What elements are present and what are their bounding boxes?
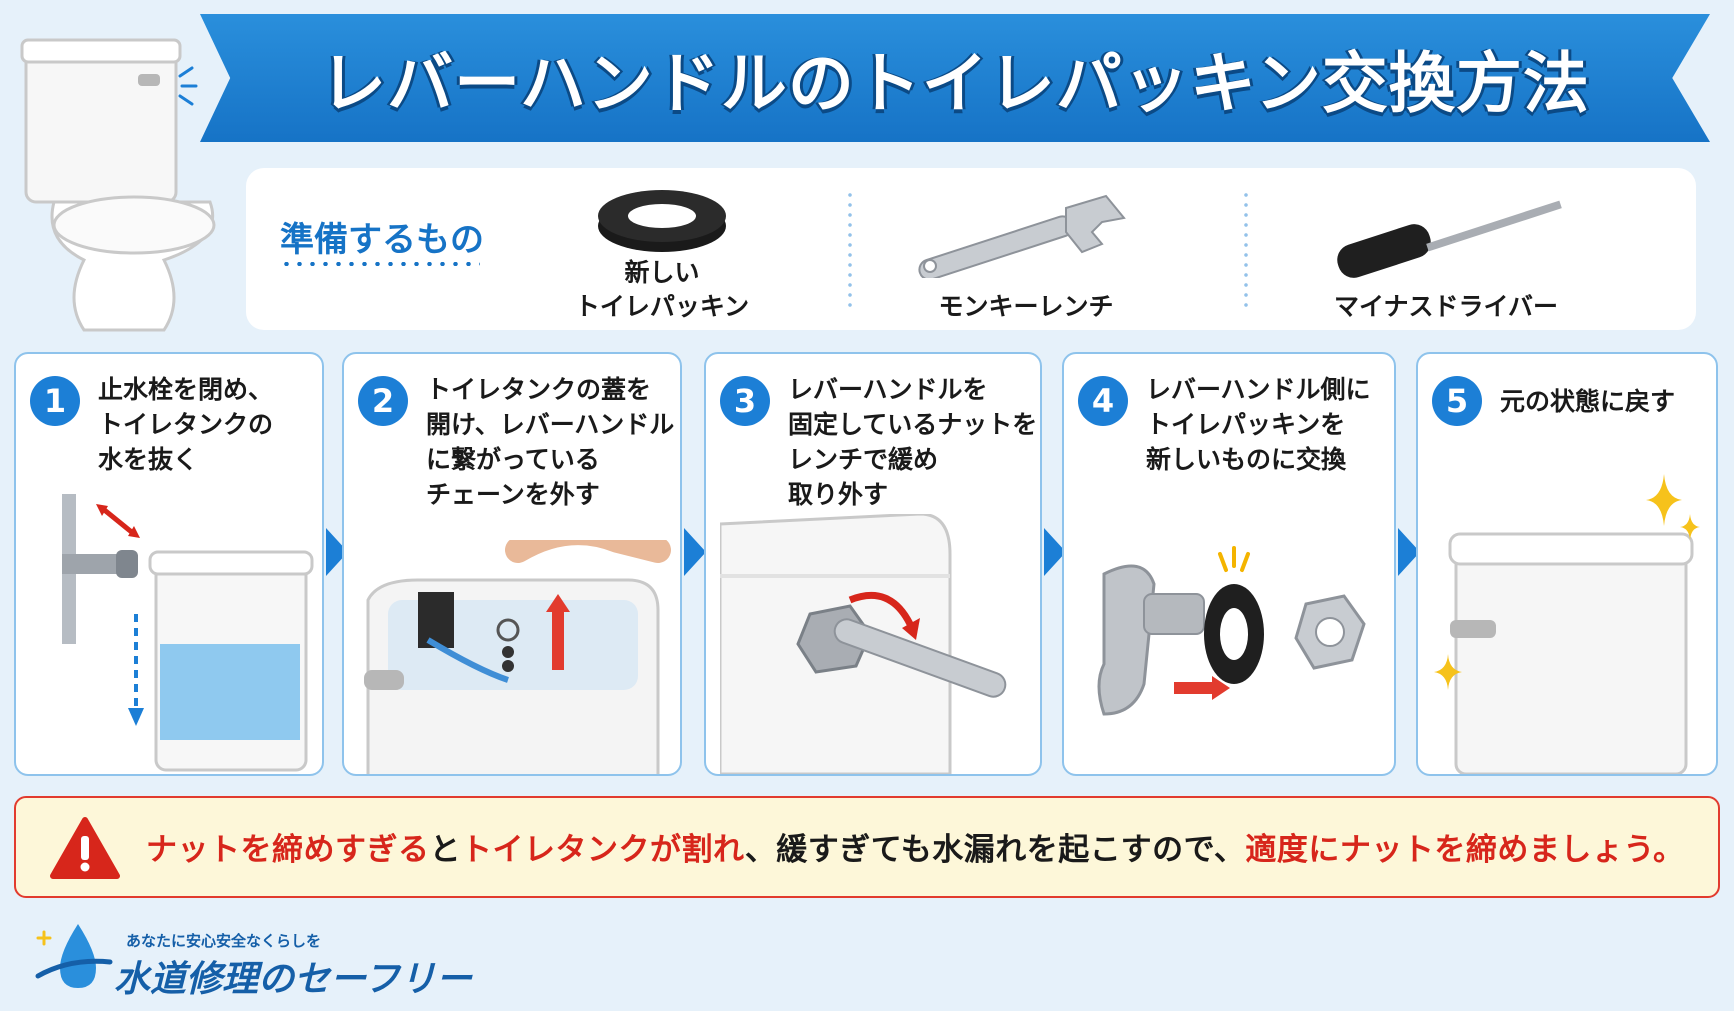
step-arrow (1044, 528, 1066, 576)
step-text: 止水栓を閉め、 トイレタンクの 水を抜く (98, 375, 274, 474)
step-arrow (684, 528, 706, 576)
prep-item-gasket-label: 新しい トイレパッキン (574, 258, 750, 321)
step-text: トイレタンクの蓋を 開け、レバーハンドル に繋がっている チェーンを外す (426, 375, 675, 509)
water-valve-tank-illustration (62, 494, 314, 772)
warning-icon (50, 817, 120, 879)
step-card-1: 1 止水栓を閉め、 トイレタンクの 水を抜く (14, 352, 324, 776)
logo-name: 水道修理のセーフリー (114, 959, 472, 1000)
warning-emphasis: トイレタンクが割れ (461, 832, 745, 868)
step-arrow (1398, 528, 1420, 576)
logo-tagline: あなたに安心安全なくらしを (126, 932, 322, 950)
page-title: レバーハンドルのトイレパッキン交換方法 (320, 45, 1590, 122)
step-number: 1 (30, 376, 80, 426)
step-text: レバーハンドル側に トイレパッキンを 新しいものに交換 (1146, 375, 1371, 474)
step-text: レバーハンドルを 固定しているナットを レンチで緩め 取り外す (788, 375, 1038, 509)
warning-box: ナットを締めすぎるとトイレタンクが割れ、緩すぎても水漏れを起こすので、適度にナッ… (14, 796, 1720, 898)
prep-item-screwdriver-label: マイナスドライバー (1333, 292, 1558, 321)
step-number: 4 (1078, 376, 1128, 426)
title-banner: レバーハンドルのトイレパッキン交換方法 (200, 14, 1710, 142)
water-drop-logo-icon (35, 924, 113, 988)
toilet-illustration (20, 38, 216, 332)
step-card-2: 2 トイレタンクの蓋を 開け、レバーハンドル に繋がっている チェーンを外す (342, 352, 682, 776)
step-card-5: 5 元の状態に戻す (1416, 352, 1718, 776)
step-card-4: 4 レバーハンドル側に トイレパッキンを 新しいものに交換 (1062, 352, 1396, 776)
prep-panel: 準備するもの 新しい トイレパッキン モンキーレンチ マイナスドライバー (246, 168, 1696, 330)
restored-tank-illustration (1434, 474, 1700, 774)
wrench-on-nut-illustration (720, 514, 1007, 774)
step-card-3: 3 レバーハンドルを 固定しているナットを レンチで緩め 取り外す (704, 352, 1042, 776)
warning-emphasis: ナットを締めすぎる (146, 832, 430, 868)
flathead-screwdriver-icon (1337, 200, 1562, 278)
step-number: 5 (1432, 376, 1482, 426)
warning-plain: 、緩すぎても水漏れを起こすので、 (744, 832, 1246, 868)
warning-emphasis: 適度にナットを締めましょう。 (1245, 832, 1685, 868)
warning-text: ナットを締めすぎるとトイレタンクが割れ、緩すぎても水漏れを起こすので、適度にナッ… (146, 824, 1685, 869)
open-tank-chain-illustration (364, 540, 671, 774)
prep-divider (1244, 190, 1248, 308)
prep-item-wrench-label: モンキーレンチ (938, 292, 1114, 321)
step-text: 元の状態に戻す (1500, 387, 1676, 416)
warning-plain: と (429, 832, 461, 868)
lever-gasket-nut-illustration (1097, 546, 1366, 716)
prep-divider (848, 190, 852, 308)
step-number: 2 (358, 376, 408, 426)
rubber-gasket-icon (598, 190, 726, 252)
prep-underline (280, 262, 480, 266)
step-number: 3 (720, 376, 770, 426)
prep-label: 準備するもの (280, 220, 484, 260)
adjustable-wrench-icon (918, 194, 1126, 278)
